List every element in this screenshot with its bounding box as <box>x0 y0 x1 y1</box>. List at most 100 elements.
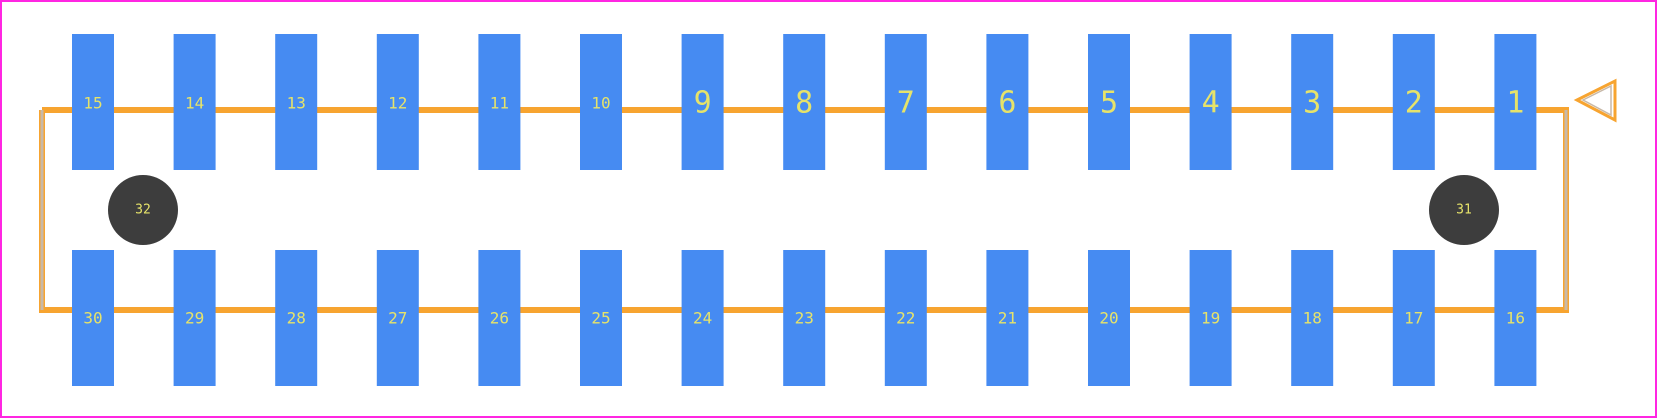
connector-body-outline <box>39 107 1569 313</box>
pad-7: 7 <box>884 34 927 170</box>
pad-rect <box>173 34 216 170</box>
pad-rect <box>275 250 318 386</box>
pad-18: 18 <box>1291 250 1334 386</box>
pad-rect <box>884 250 927 386</box>
bottom-pad-row: 30 29 28 27 26 25 24 23 22 21 20 19 18 17 16 <box>72 250 1537 386</box>
pad-rect <box>1189 250 1232 386</box>
pad-27: 27 <box>376 250 419 386</box>
pad-19: 19 <box>1189 250 1232 386</box>
pad-13: 13 <box>275 34 318 170</box>
pad-number-label: 10 <box>591 94 610 113</box>
pad-15: 15 <box>72 34 114 170</box>
pad-23: 23 <box>783 250 826 386</box>
pad-rect <box>884 34 927 170</box>
pad-number-label: 16 <box>1506 309 1525 328</box>
pad-number-label: 7 <box>897 86 915 121</box>
pad-rect <box>783 250 826 386</box>
top-pad-row: 15 14 13 12 11 10 9 8 7 6 5 4 3 2 1 <box>72 34 1537 170</box>
pad-12: 12 <box>376 34 419 170</box>
pad-11: 11 <box>478 34 521 170</box>
pad-8: 8 <box>783 34 826 170</box>
pad-rect <box>1494 250 1537 386</box>
pad-number-label: 26 <box>490 309 509 328</box>
pad-number-label: 19 <box>1201 309 1220 328</box>
pad-number-label: 30 <box>83 309 102 328</box>
pad-20: 20 <box>1088 250 1130 386</box>
pad-rect <box>783 34 826 170</box>
pad-2: 2 <box>1392 34 1435 170</box>
pin1-triangle-marker-inner <box>1581 84 1612 117</box>
pad-number-label: 13 <box>287 94 306 113</box>
pad-rect <box>580 34 622 170</box>
pad-rect <box>275 34 318 170</box>
pad-16: 16 <box>1494 250 1537 386</box>
pad-4: 4 <box>1189 34 1232 170</box>
pad-21: 21 <box>986 250 1029 386</box>
pad-rect <box>1291 250 1334 386</box>
pad-number-label: 15 <box>83 94 102 113</box>
pad-number-label: 6 <box>998 86 1016 121</box>
pad-6: 6 <box>986 34 1029 170</box>
pad-17: 17 <box>1392 250 1435 386</box>
pad-number-label: 12 <box>388 94 407 113</box>
pad-rect <box>1189 34 1232 170</box>
pad-14: 14 <box>173 34 216 170</box>
pad-number-label: 22 <box>896 309 915 328</box>
pad-number-label: 3 <box>1303 86 1321 121</box>
pad-number-label: 18 <box>1303 309 1322 328</box>
pad-rect <box>173 250 216 386</box>
pad-rect <box>580 250 622 386</box>
hole-number-label: 31 <box>1456 203 1472 218</box>
pad-number-label: 14 <box>185 94 204 113</box>
pad-rect <box>376 250 419 386</box>
pad-30: 30 <box>72 250 114 386</box>
pin1-triangle-marker <box>1573 78 1617 123</box>
pad-number-label: 21 <box>998 309 1017 328</box>
pad-1: 1 <box>1494 34 1537 170</box>
pad-rect <box>986 250 1029 386</box>
mounting-holes: 32 31 <box>108 175 1499 245</box>
mounting-hole-31: 31 <box>1429 175 1499 245</box>
pad-number-label: 11 <box>490 94 509 113</box>
pad-24: 24 <box>681 250 724 386</box>
pad-3: 3 <box>1291 34 1334 170</box>
pad-9: 9 <box>681 34 724 170</box>
pad-number-label: 25 <box>591 309 610 328</box>
pad-10: 10 <box>580 34 622 170</box>
pad-28: 28 <box>275 250 318 386</box>
pad-rect <box>1088 250 1130 386</box>
pad-rect <box>1088 34 1130 170</box>
pad-number-label: 1 <box>1506 86 1524 121</box>
pad-26: 26 <box>478 250 521 386</box>
pad-number-label: 20 <box>1099 309 1118 328</box>
pad-number-label: 9 <box>694 86 712 121</box>
pad-number-label: 17 <box>1404 309 1423 328</box>
pad-29: 29 <box>173 250 216 386</box>
pad-number-label: 5 <box>1100 86 1118 121</box>
pad-rect <box>478 250 521 386</box>
pad-rect <box>1392 250 1435 386</box>
pad-25: 25 <box>580 250 622 386</box>
pad-rect <box>478 34 521 170</box>
pad-number-label: 2 <box>1405 86 1423 121</box>
hole-circle <box>1429 175 1499 245</box>
pad-rect <box>1291 34 1334 170</box>
pad-22: 22 <box>884 250 927 386</box>
pad-rect <box>376 34 419 170</box>
pad-rect <box>681 34 724 170</box>
hole-circle <box>108 175 178 245</box>
pad-rect <box>72 34 114 170</box>
mounting-hole-32: 32 <box>108 175 178 245</box>
pad-number-label: 29 <box>185 309 204 328</box>
pad-rect <box>72 250 114 386</box>
pad-number-label: 8 <box>795 86 813 121</box>
pad-rect <box>1392 34 1435 170</box>
pad-number-label: 27 <box>388 309 407 328</box>
pad-rect <box>1494 34 1537 170</box>
pad-number-label: 24 <box>693 309 712 328</box>
pad-rect <box>681 250 724 386</box>
pad-number-label: 4 <box>1202 86 1220 121</box>
